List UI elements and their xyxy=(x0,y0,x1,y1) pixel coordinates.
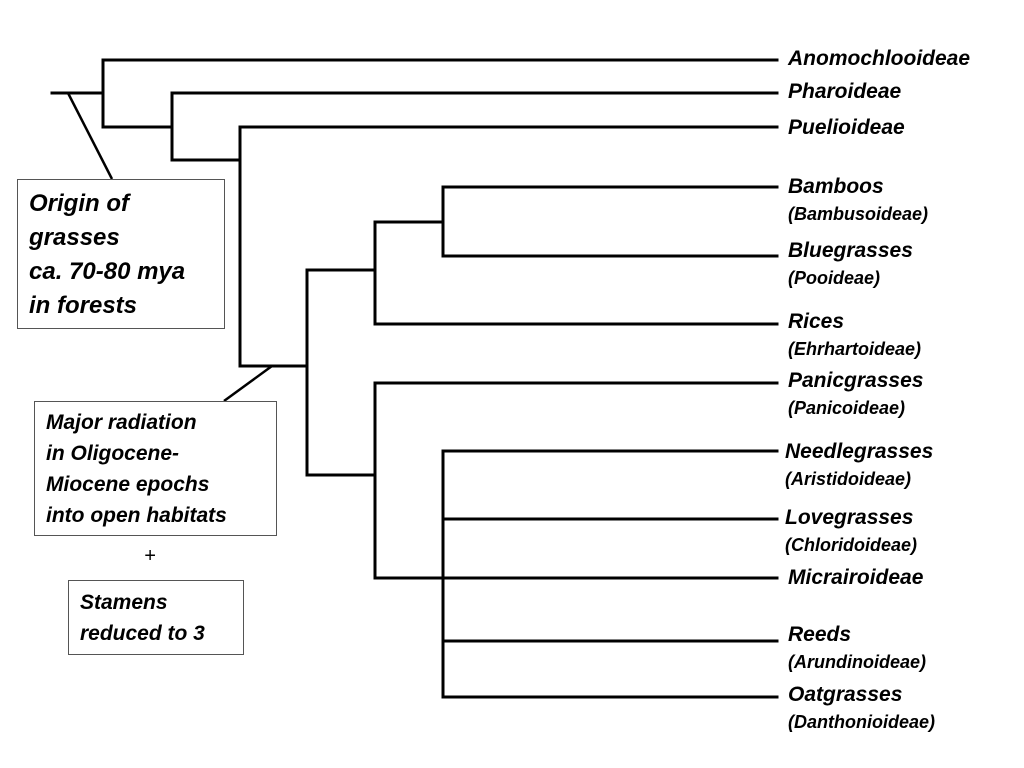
taxon-label-puelioideae: Puelioideae xyxy=(788,116,905,140)
origin-annotation-box: Origin of grasses ca. 70-80 mya in fores… xyxy=(17,179,225,329)
taxon-subfamily: (Arundinoideae) xyxy=(788,652,926,672)
taxon-label-bluegrasses: Bluegrasses (Pooideae) xyxy=(788,239,913,289)
origin-line: in forests xyxy=(29,292,138,319)
taxon-label-micrairoideae: Micrairoideae xyxy=(788,566,923,590)
taxon-label-needlegrasses: Needlegrasses (Aristidoideae) xyxy=(785,440,933,490)
taxon-name: Lovegrasses xyxy=(785,506,914,529)
taxon-name: Reeds xyxy=(788,623,852,646)
taxon-name: Micrairoideae xyxy=(788,566,924,589)
taxon-name: Bluegrasses xyxy=(788,239,913,262)
taxon-name: Panicgrasses xyxy=(788,369,924,392)
stamens-annotation-box: Stamens reduced to 3 xyxy=(68,580,244,655)
taxon-label-panicgrasses: Panicgrasses (Panicoideae) xyxy=(788,369,923,419)
taxon-label-pharoideae: Pharoideae xyxy=(788,80,901,104)
taxon-name: Pharoideae xyxy=(788,80,902,103)
taxon-name: Anomochlooideae xyxy=(788,47,971,70)
stamens-line: reduced to 3 xyxy=(80,622,205,645)
taxon-subfamily: (Pooideae) xyxy=(788,268,881,288)
taxon-label-bamboos: Bamboos (Bambusoideae) xyxy=(788,175,928,225)
taxon-subfamily: (Panicoideae) xyxy=(788,398,906,418)
taxon-label-anomochlooideae: Anomochlooideae xyxy=(788,47,970,71)
taxon-subfamily: (Bambusoideae) xyxy=(788,204,929,224)
taxon-label-rices: Rices (Ehrhartoideae) xyxy=(788,310,921,360)
origin-line: grasses xyxy=(29,224,120,251)
taxon-label-lovegrasses: Lovegrasses (Chloridoideae) xyxy=(785,506,917,556)
taxon-name: Needlegrasses xyxy=(785,440,934,463)
stamens-line: Stamens xyxy=(80,591,168,614)
radiation-line: into open habitats xyxy=(46,504,227,527)
plus-sign: + xyxy=(144,545,156,567)
radiation-annotation-box: Major radiation in Oligocene- Miocene ep… xyxy=(34,401,277,536)
radiation-line: Major radiation xyxy=(46,411,197,434)
pointer-origin xyxy=(66,92,114,180)
taxon-subfamily: (Chloridoideae) xyxy=(785,535,918,555)
taxon-name: Puelioideae xyxy=(788,116,905,139)
taxon-name: Oatgrasses xyxy=(788,683,903,706)
radiation-line: in Oligocene- xyxy=(46,442,180,465)
taxon-subfamily: (Danthonioideae) xyxy=(788,712,935,732)
taxon-label-reeds: Reeds (Arundinoideae) xyxy=(788,623,926,673)
taxon-label-oatgrasses: Oatgrasses (Danthonioideae) xyxy=(788,683,935,733)
taxon-subfamily: (Aristidoideae) xyxy=(785,469,912,489)
origin-line: Origin of xyxy=(29,190,129,217)
taxon-subfamily: (Ehrhartoideae) xyxy=(788,339,922,359)
radiation-line: Miocene epochs xyxy=(46,473,210,496)
pointer-radiation xyxy=(223,364,273,403)
taxon-name: Rices xyxy=(788,310,845,333)
taxon-name: Bamboos xyxy=(788,175,884,198)
origin-line: ca. 70-80 mya xyxy=(29,258,186,285)
